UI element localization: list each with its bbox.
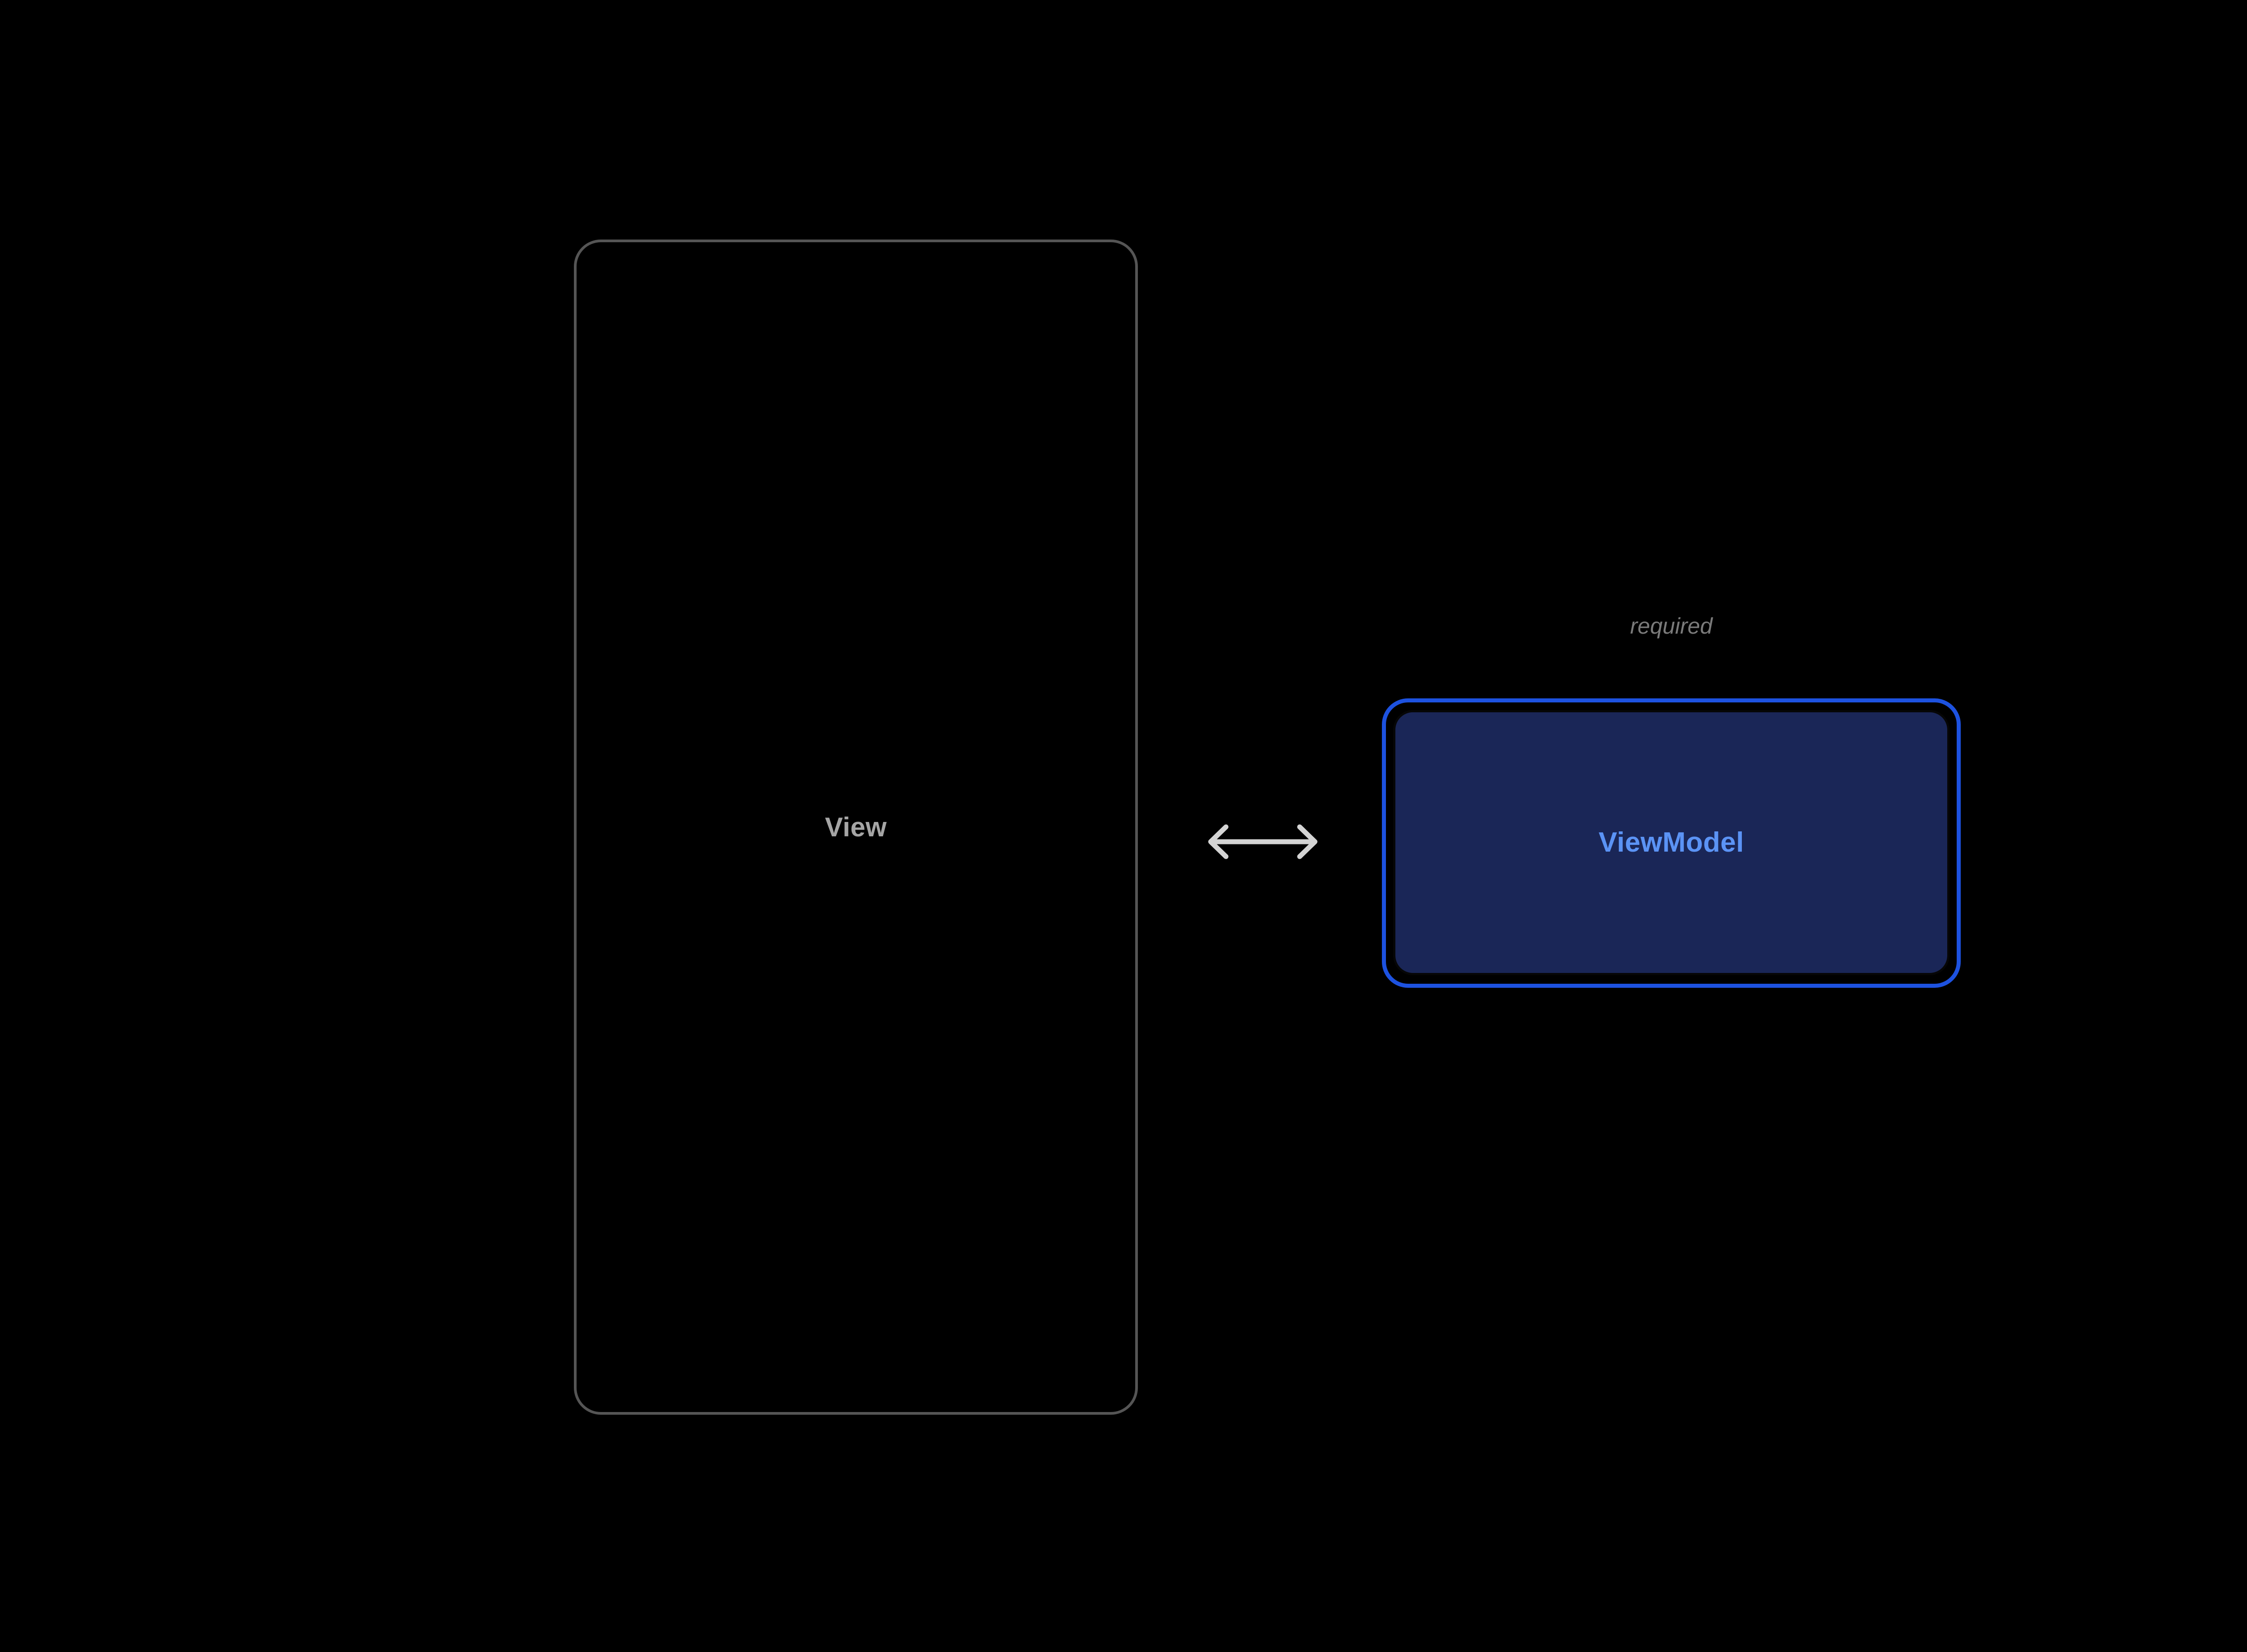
node-viewmodel-body[interactable]: ViewModel [1393,710,1949,975]
node-viewmodel-label: ViewModel [1599,827,1744,858]
bidirectional-arrow-icon [1208,824,1318,859]
node-view-label: View [825,812,887,842]
connector-view-viewmodel [1195,813,1330,871]
node-viewmodel-highlight-ring [1382,698,1961,988]
node-view[interactable]: View [574,240,1138,1415]
node-viewmodel-annotation: required [1630,613,1713,639]
node-viewmodel[interactable]: ViewModel [1382,698,1961,988]
